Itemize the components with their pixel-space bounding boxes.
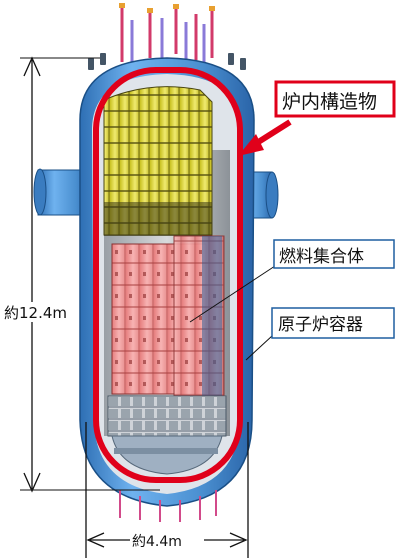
width-label: 約4.4m: [132, 534, 182, 550]
vessel-leader: [245, 335, 273, 361]
bottom-penetrations: [119, 490, 217, 522]
fuel-label-box: [273, 239, 395, 269]
height-label: 約12.4m: [4, 304, 67, 322]
internals-label: 炉内構造物: [282, 91, 377, 113]
head-studs: [88, 53, 246, 70]
vessel-label-box: [271, 307, 395, 339]
vessel-label: 原子炉容器: [278, 315, 363, 335]
width-dimension: [85, 422, 249, 558]
fuel-leader: [189, 265, 276, 323]
height-label-bg: [2, 302, 62, 322]
drive-lines: [119, 3, 215, 64]
fuel-label: 燃料集合体: [279, 247, 364, 267]
callout-arrow-icon: [238, 119, 292, 156]
lower-internals: [107, 395, 227, 475]
fuel-region: [111, 235, 225, 406]
height-dimension: [20, 56, 160, 493]
inlet-nozzle: [33, 168, 93, 216]
internals-outline: [93, 67, 243, 483]
upper-internals: [103, 86, 213, 236]
internals-label-box: [274, 80, 396, 118]
